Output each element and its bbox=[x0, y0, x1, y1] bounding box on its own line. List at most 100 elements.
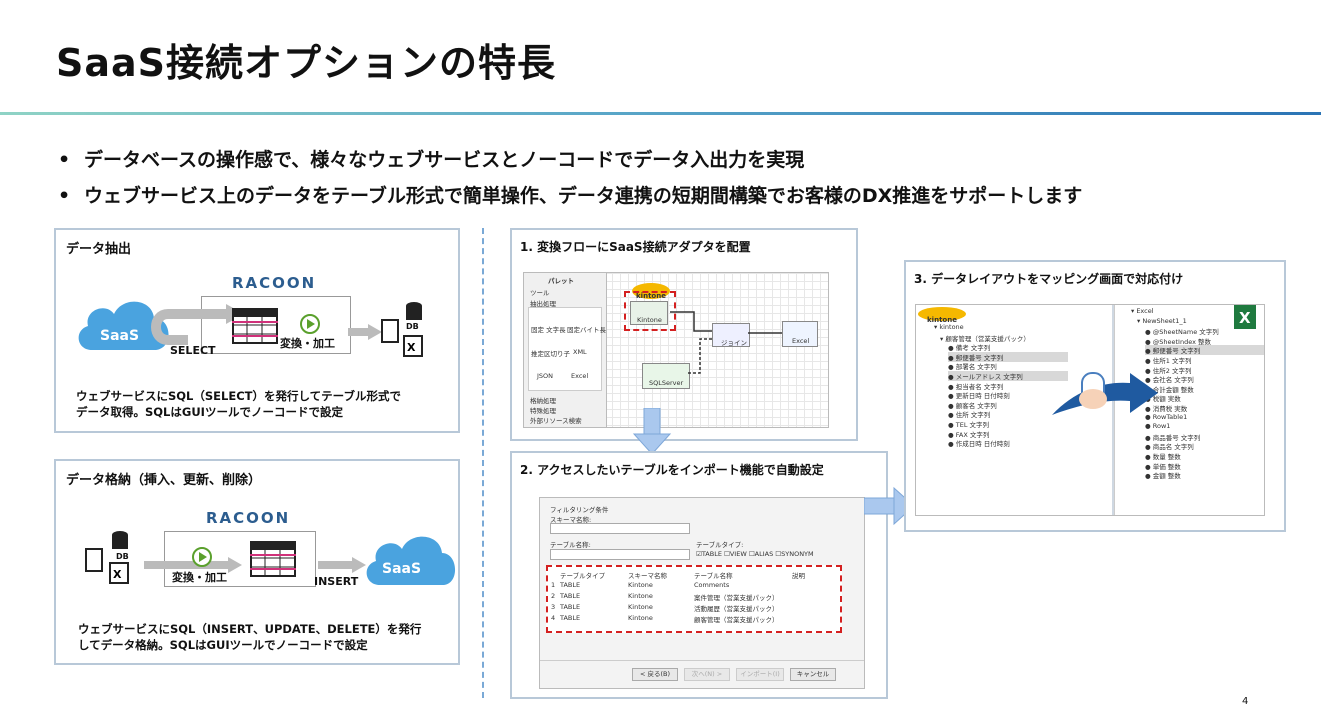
tree-node[interactable]: ● 郵便番号 文字列 bbox=[1145, 345, 1264, 356]
tree-node[interactable]: ● 住所2 文字列 bbox=[1145, 366, 1192, 375]
tree-node[interactable]: ● メールアドレス 文字列 bbox=[948, 371, 1068, 381]
sqlserver-node[interactable]: SQLServer bbox=[642, 363, 690, 389]
tree-node[interactable]: ● 会社名 文字列 bbox=[1145, 376, 1194, 385]
tree-node[interactable]: ● 単価 整数 bbox=[1145, 462, 1181, 471]
saas-cloud-icon bbox=[78, 301, 169, 350]
palette-item[interactable]: ツール bbox=[530, 289, 550, 297]
saas-label: SaaS bbox=[382, 561, 422, 577]
tree-node[interactable]: ● 郵便番号 文字列 bbox=[948, 351, 1068, 362]
step2-panel: 2. アクセスしたいテーブルをインポート機能で自動設定 フィルタリング条件 スキ… bbox=[510, 451, 888, 699]
tree-node[interactable]: ● 住所 文字列 bbox=[948, 411, 991, 420]
palette-icon-label[interactable]: 推定区切り子 bbox=[531, 350, 570, 358]
right-arrow-icon bbox=[144, 557, 242, 573]
down-arrow-icon bbox=[632, 408, 672, 455]
tree-node[interactable]: ● 税額 実数 bbox=[1145, 395, 1181, 404]
flow-editor-screenshot: パレット ツール 抽出処理 固定 文字長 固定バイト長 推定区切り子 XML J… bbox=[523, 272, 829, 428]
svg-text:X: X bbox=[1239, 309, 1251, 327]
excel-icon: X bbox=[1234, 305, 1256, 329]
tree-node[interactable]: ● 備考 文字列 bbox=[948, 344, 991, 353]
tree-node[interactable]: ● 担当者名 文字列 bbox=[948, 382, 1004, 391]
palette-icon-label[interactable]: JSON bbox=[537, 372, 554, 380]
table-input[interactable] bbox=[550, 549, 690, 560]
tree-node[interactable]: ● 部署名 文字列 bbox=[948, 363, 997, 372]
step1-title: 1. 変換フローにSaaS接続アダプタを配置 bbox=[520, 240, 751, 254]
tree-node[interactable]: ● Row1 bbox=[1145, 422, 1171, 431]
extract-note: ウェブサービスにSQL（SELECT）を発行してテーブル形式で データ取得。SQ… bbox=[76, 389, 401, 419]
step1-panel: 1. 変換フローにSaaS接続アダプタを配置 パレット ツール 抽出処理 固定 … bbox=[510, 228, 858, 441]
table-grid-icon bbox=[232, 308, 278, 344]
page-number: 4 bbox=[1242, 696, 1249, 707]
type-options[interactable]: ☑TABLE ☐VIEW ☐ALIAS ☐SYNONYM bbox=[696, 550, 814, 558]
palette: パレット ツール 抽出処理 固定 文字長 固定バイト長 推定区切り子 XML J… bbox=[524, 273, 607, 427]
palette-item[interactable]: 特殊処理 bbox=[530, 407, 556, 415]
palette-icon-label[interactable]: Excel bbox=[571, 372, 589, 380]
schema-input[interactable] bbox=[550, 523, 690, 534]
excel-node[interactable]: Excel bbox=[782, 321, 818, 347]
right-arrow-icon bbox=[318, 557, 366, 573]
tree-node[interactable]: ● 顧客名 文字列 bbox=[948, 401, 997, 410]
tree-node[interactable]: ▾ NewSheet1_1 bbox=[1137, 316, 1187, 325]
palette-item[interactable]: 外部リソース検索 bbox=[530, 417, 582, 425]
pane-splitter[interactable] bbox=[1112, 305, 1114, 515]
palette-item[interactable]: 抽出処理 bbox=[530, 300, 556, 308]
table-grid-icon bbox=[250, 541, 296, 577]
racoon-logo: RACOON bbox=[206, 509, 291, 527]
bullet-1: •データベースの操作感で、様々なウェブサービスとノーコードでデータ入出力を実現 bbox=[58, 149, 805, 171]
tree-node[interactable]: ● RowTable1 bbox=[1145, 412, 1188, 421]
tree-node[interactable]: ● 合計金額 整数 bbox=[1145, 385, 1194, 394]
process-label: 変換・加工 bbox=[172, 571, 227, 584]
tree-node[interactable]: ● 商品番号 文字列 bbox=[1145, 433, 1201, 442]
tree-node[interactable]: ● 作成日時 日付時刻 bbox=[948, 440, 1010, 449]
racoon-logo: RACOON bbox=[232, 274, 317, 292]
import-button[interactable]: インポート(I) bbox=[736, 668, 784, 681]
type-label: テーブルタイプ: bbox=[696, 541, 744, 549]
tree-node[interactable]: ▾ 顧客管理（営業支援パック） bbox=[940, 334, 1030, 343]
tree-node[interactable]: ▾ Excel bbox=[1131, 307, 1154, 315]
tree-node[interactable]: ● 数量 整数 bbox=[1145, 453, 1181, 461]
tree-node[interactable]: ● 金額 整数 bbox=[1145, 472, 1181, 481]
tree-node[interactable]: ● @SheetName 文字列 bbox=[1145, 328, 1219, 337]
palette-icon-label[interactable]: 固定 文字長 bbox=[531, 326, 566, 334]
store-note: ウェブサービスにSQL（INSERT、UPDATE、DELETE）を発行 してデ… bbox=[78, 622, 422, 652]
tree-node[interactable]: ● FAX 文字列 bbox=[948, 430, 990, 439]
tree-node[interactable]: ▾ kintone bbox=[934, 323, 964, 331]
insert-label: INSERT bbox=[314, 575, 359, 588]
saas-label: SaaS bbox=[100, 328, 140, 344]
step3-title: 3. データレイアウトをマッピング画面で対応付け bbox=[914, 272, 1184, 286]
tree-node[interactable]: ● 商品名 文字列 bbox=[1145, 443, 1194, 452]
target-tree: ▾ Excel▾ NewSheet1_1 ● @SheetName 文字列● @S… bbox=[1114, 305, 1264, 515]
dialog-divider bbox=[540, 660, 864, 661]
back-button[interactable]: < 戻る(B) bbox=[632, 668, 678, 681]
kintone-node[interactable]: Kintone bbox=[630, 301, 668, 325]
filter-label: フィルタリング条件 bbox=[550, 506, 609, 514]
cancel-button[interactable]: キャンセル bbox=[790, 668, 836, 681]
bullet-dot: • bbox=[58, 149, 71, 171]
source-tree: ▾ kintone ▾ 顧客管理（営業支援パック）● 備考 文字列● 郵便番号 文… bbox=[916, 321, 1068, 515]
mapping-screenshot: kintone ▾ kintone▾ 顧客管理（営業支援パック）● 備考 文字列… bbox=[915, 304, 1265, 516]
palette-icon-label[interactable]: XML bbox=[573, 348, 587, 356]
tree-node[interactable]: ● TEL 文字列 bbox=[948, 421, 990, 429]
db-label: DB bbox=[116, 552, 129, 561]
next-button[interactable]: 次へ(N) > bbox=[684, 668, 730, 681]
tree-node[interactable]: ● @SheetIndex 整数 bbox=[1145, 337, 1211, 346]
mapping-arrow-icon bbox=[1052, 372, 1158, 415]
tree-node[interactable]: ● 住所1 文字列 bbox=[1145, 357, 1192, 365]
tree-node[interactable]: ● 消費税 実数 bbox=[1145, 405, 1188, 413]
flow-connectors bbox=[670, 311, 782, 374]
import-dialog-screenshot: フィルタリング条件 スキーマ名称: テーブル名称: テーブルタイプ: ☑TABL… bbox=[539, 497, 865, 689]
select-label: SELECT bbox=[170, 344, 216, 357]
play-icon bbox=[192, 547, 212, 567]
file-db-excel-icon: X bbox=[381, 302, 423, 357]
section-divider bbox=[482, 228, 484, 698]
join-node[interactable]: ジョイン bbox=[712, 323, 750, 347]
store-title: データ格納（挿入、更新、削除） bbox=[66, 473, 262, 488]
palette-icon-label[interactable]: 固定バイト長 bbox=[567, 326, 606, 334]
step2-title: 2. アクセスしたいテーブルをインポート機能で自動設定 bbox=[520, 463, 824, 477]
tree-node[interactable]: ● 更新日時 日付時刻 bbox=[948, 392, 1010, 401]
palette-item[interactable]: 格納処理 bbox=[530, 397, 556, 405]
